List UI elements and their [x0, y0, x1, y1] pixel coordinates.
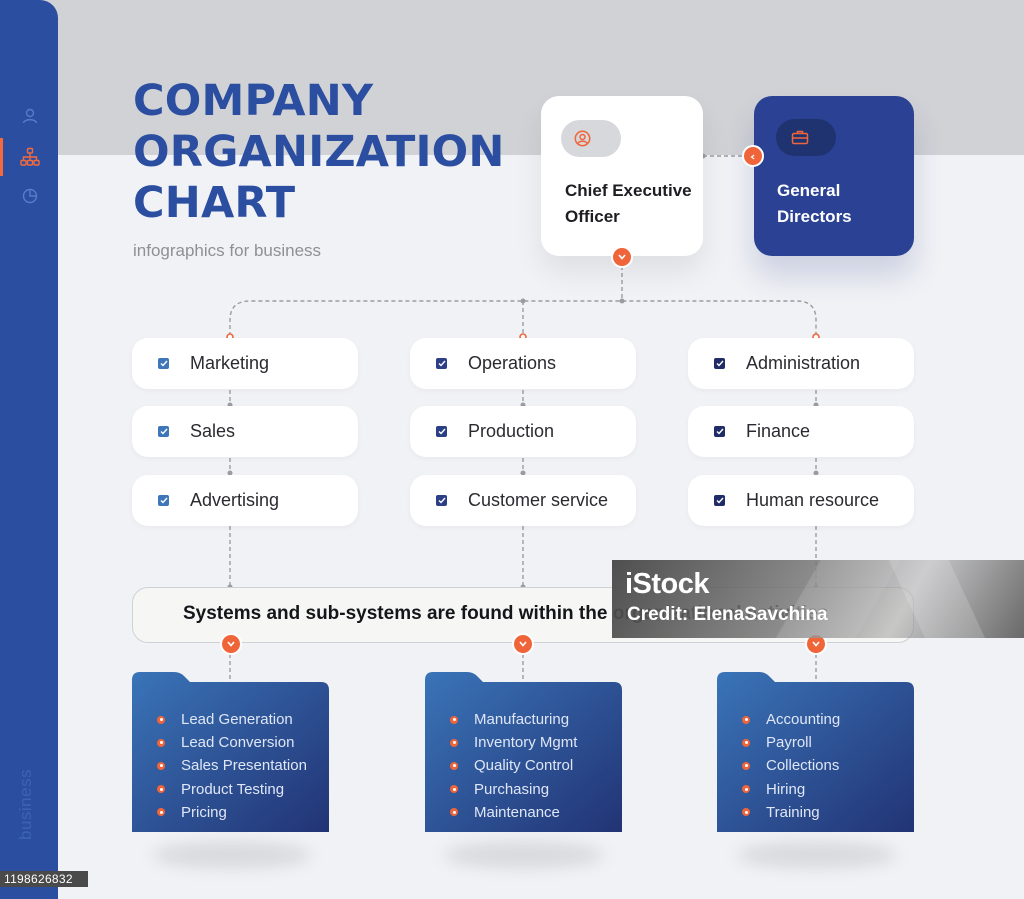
- dept-item-human-resource[interactable]: Human resource: [688, 475, 914, 526]
- dept-item-customer-service[interactable]: Customer service: [410, 475, 636, 526]
- dept-label: Production: [468, 421, 555, 441]
- dept-item-advertising[interactable]: Advertising: [132, 475, 358, 526]
- subsystem-item: Collections: [742, 754, 840, 777]
- briefcase-icon: [791, 130, 809, 145]
- page-subtitle: infographics for business: [133, 241, 322, 260]
- subsystem-item: Sales Presentation: [157, 754, 307, 777]
- title-line: CHART: [133, 178, 296, 228]
- dept-item-marketing[interactable]: Marketing: [132, 338, 358, 389]
- check-icon: [158, 495, 169, 506]
- dept-item-sales[interactable]: Sales: [132, 406, 358, 457]
- general-directors-card[interactable]: General Directors: [754, 96, 914, 256]
- dept-item-finance[interactable]: Finance: [688, 406, 914, 457]
- folder-shape: [717, 672, 914, 832]
- subsystem-item: Quality Control: [450, 754, 577, 777]
- subsystem-list: Lead Generation Lead Conversion Sales Pr…: [157, 708, 307, 824]
- subsystem-folder-administration[interactable]: Accounting Payroll Collections Hiring Tr…: [717, 672, 914, 832]
- dept-label: Advertising: [190, 490, 280, 510]
- subsystem-item: Pricing: [157, 801, 307, 824]
- subsystem-item: Payroll: [742, 731, 840, 754]
- subsystem-item: Purchasing: [450, 778, 577, 801]
- dept-label: Finance: [746, 421, 811, 441]
- folder-shadow: [444, 842, 604, 868]
- expand-button[interactable]: [512, 633, 534, 655]
- dept-item-administration[interactable]: Administration: [688, 338, 914, 389]
- ceo-icon-pill: [561, 120, 621, 157]
- page-title: COMPANY ORGANIZATION CHART: [133, 76, 533, 229]
- folder-shadow: [152, 842, 312, 868]
- folder-shape: [132, 672, 329, 832]
- hierarchy-icon[interactable]: [20, 147, 40, 167]
- sidebar: business: [0, 0, 58, 899]
- chevron-down-icon: [618, 254, 626, 260]
- subsystem-item: Product Testing: [157, 778, 307, 801]
- dept-label: Marketing: [190, 353, 270, 373]
- dept-label: Operations: [468, 353, 557, 373]
- subsystem-item: Manufacturing: [450, 708, 577, 731]
- chevron-down-icon: [227, 641, 235, 647]
- subsystem-list: Accounting Payroll Collections Hiring Tr…: [742, 708, 840, 824]
- check-icon: [436, 426, 447, 437]
- title-line: ORGANIZATION: [133, 127, 505, 177]
- ceo-title: Chief Executive Officer: [565, 181, 692, 226]
- check-icon: [714, 426, 725, 437]
- user-icon[interactable]: [20, 106, 40, 126]
- pie-chart-icon[interactable]: [20, 186, 40, 206]
- general-directors-title: General Directors: [777, 181, 852, 226]
- expand-button[interactable]: [220, 633, 242, 655]
- title-line: COMPANY: [133, 76, 374, 126]
- chevron-down-icon: [519, 641, 527, 647]
- stock-id: 1198626832: [0, 871, 88, 887]
- watermark: iStock Credit: ElenaSavchina: [612, 560, 1024, 638]
- folder-shape: [425, 672, 622, 832]
- dept-item-production[interactable]: Production: [410, 406, 636, 457]
- subsystem-list: Manufacturing Inventory Mgmt Quality Con…: [450, 708, 577, 824]
- subsystem-item: Lead Generation: [157, 708, 307, 731]
- dept-item-operations[interactable]: Operations: [410, 338, 636, 389]
- ceo-card[interactable]: Chief Executive Officer: [541, 96, 703, 256]
- user-circle-icon: [574, 130, 591, 147]
- ceo-expand-button[interactable]: [611, 246, 633, 268]
- dept-label: Sales: [190, 421, 236, 441]
- subsystem-item: Accounting: [742, 708, 840, 731]
- check-icon: [436, 495, 447, 506]
- subsystem-folder-operations[interactable]: Manufacturing Inventory Mgmt Quality Con…: [425, 672, 622, 832]
- subsystem-item: Hiring: [742, 778, 840, 801]
- chevron-down-icon: [812, 641, 820, 647]
- subsystem-item: Maintenance: [450, 801, 577, 824]
- check-icon: [714, 495, 725, 506]
- subsystem-folder-sales[interactable]: Lead Generation Lead Conversion Sales Pr…: [132, 672, 329, 832]
- subsystem-item: Training: [742, 801, 840, 824]
- dept-label: Administration: [746, 353, 861, 373]
- check-icon: [714, 358, 725, 369]
- check-icon: [158, 358, 169, 369]
- sidebar-active-indicator: [0, 138, 3, 176]
- subsystem-item: Lead Conversion: [157, 731, 307, 754]
- watermark-logo: iStock: [625, 568, 710, 600]
- dept-label: Human resource: [746, 490, 880, 510]
- check-icon: [158, 426, 169, 437]
- dept-label: Customer service: [468, 490, 609, 510]
- check-icon: [436, 358, 447, 369]
- general-directors-link-button[interactable]: [742, 145, 764, 167]
- folder-shadow: [737, 842, 897, 868]
- chevron-left-icon: [750, 154, 755, 160]
- watermark-credit: Credit: ElenaSavchina: [627, 604, 828, 625]
- subsystem-item: Inventory Mgmt: [450, 731, 577, 754]
- general-directors-icon-pill: [776, 119, 836, 156]
